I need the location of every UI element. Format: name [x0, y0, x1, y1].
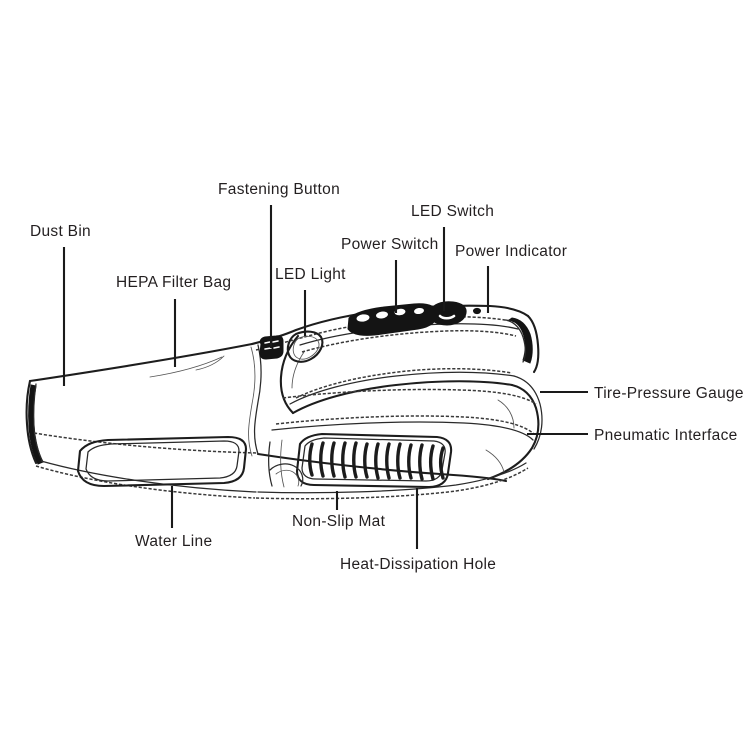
label-hepa-filter-bag: HEPA Filter Bag: [116, 274, 231, 291]
tail-cap-dark-edge: [507, 317, 533, 364]
handle-inner-lower-edge: [291, 380, 514, 415]
heat-dissipation-vent-slots: [308, 441, 445, 481]
rear-body-seam-2: [275, 415, 535, 435]
leader-lines: [62, 205, 588, 549]
handle-inner-seam: [295, 367, 513, 399]
body-fill-region: [24, 306, 540, 503]
non-slip-mat-edge-2: [280, 439, 285, 488]
handle-inner-upper-edge: [289, 371, 515, 405]
label-pneumatic-interface: Pneumatic Interface: [594, 427, 738, 444]
callout-labels: Dust Bin HEPA Filter Bag Fastening Butto…: [30, 181, 744, 573]
dust-bin-body-joint: [253, 344, 262, 455]
rear-inlet-detail: [269, 463, 304, 487]
dust-bin-top-edge: [28, 342, 254, 383]
led-switch-part[interactable]: [429, 301, 467, 326]
label-non-slip-mat: Non-Slip Mat: [292, 513, 386, 530]
vacuum-cleaner-illustration: [24, 301, 543, 503]
pneumatic-interface-detail: [485, 449, 505, 473]
non-slip-mat-edge: [268, 441, 273, 487]
dust-bin-window-inner: [85, 440, 240, 482]
dust-bin-body-joint-2: [248, 346, 256, 457]
handle-front-post: [279, 334, 300, 415]
label-led-light: LED Light: [275, 266, 346, 283]
bottom-contour: [255, 467, 529, 500]
rear-body-outer-curve: [486, 383, 540, 481]
label-heat-dissipation-hole: Heat-Dissipation Hole: [340, 556, 496, 573]
label-power-indicator: Power Indicator: [455, 243, 567, 260]
led-light-part[interactable]: [286, 330, 324, 363]
hepa-chamber-divider: [195, 355, 225, 371]
tail-cap-inner: [505, 319, 526, 363]
label-dust-bin: Dust Bin: [30, 223, 91, 240]
rear-inlet-detail-2: [275, 469, 300, 487]
handle-front-post-inner: [291, 351, 305, 389]
dust-bin-bottom-seam: [35, 465, 256, 499]
heat-dissipation-vent-panel: [295, 432, 453, 489]
control-panel-strip-lower: [301, 330, 517, 353]
tail-cap-outer: [526, 314, 540, 374]
rear-body-outer-curve-2: [513, 375, 543, 450]
dust-bin-window-outer: [76, 435, 248, 488]
rear-body-seam-1: [282, 388, 537, 405]
dust-bin-front-tip: [25, 379, 38, 465]
label-power-switch: Power Switch: [341, 236, 439, 253]
label-water-line: Water Line: [135, 533, 212, 550]
label-fastening-button: Fastening Button: [218, 181, 340, 198]
label-led-switch: LED Switch: [411, 203, 494, 220]
dust-bin-front-inner-edge: [32, 383, 44, 463]
label-tire-pressure-gauge: Tire-Pressure Gauge: [594, 385, 744, 402]
rear-body-seam-2b: [271, 421, 534, 441]
tire-pressure-gauge-detail: [497, 399, 515, 429]
power-indicator-part: [473, 307, 481, 315]
hepa-chamber-divider-2: [149, 356, 223, 378]
